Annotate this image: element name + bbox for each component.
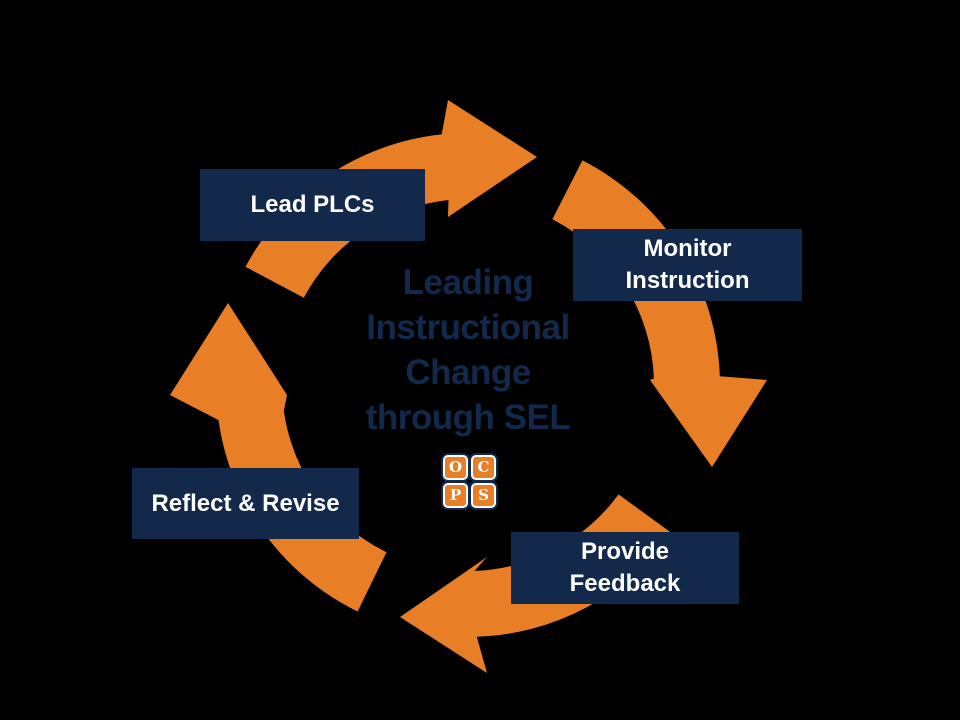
step-box-monitor-instruction: Monitor Instruction <box>573 229 802 301</box>
diagram-title-line: Change <box>405 353 531 392</box>
ocps-logo-tile-o: O <box>443 455 468 480</box>
step-box-lead-plcs: Lead PLCs <box>200 169 425 241</box>
step-label-reflect-revise: Reflect & Revise <box>151 489 340 517</box>
diagram-title-line: through SEL <box>365 398 571 437</box>
step-box-provide-feedback: Provide Feedback <box>511 532 739 604</box>
step-label-monitor-instruction: Monitor Instruction <box>625 235 750 294</box>
ocps-logo: O C P S <box>443 455 499 511</box>
ocps-logo-tile-c: C <box>471 455 496 480</box>
diagram-title-line: Instructional <box>366 308 570 347</box>
ocps-logo-tile-p: P <box>443 483 468 508</box>
step-box-reflect-revise: Reflect & Revise <box>132 468 359 539</box>
step-label-provide-feedback: Provide Feedback <box>569 538 681 597</box>
diagram-title: Leading Instructional Change through SEL <box>308 260 628 440</box>
diagram-title-line: Leading <box>402 263 534 302</box>
ocps-logo-tile-s: S <box>471 483 496 508</box>
step-label-lead-plcs: Lead PLCs <box>250 191 375 218</box>
